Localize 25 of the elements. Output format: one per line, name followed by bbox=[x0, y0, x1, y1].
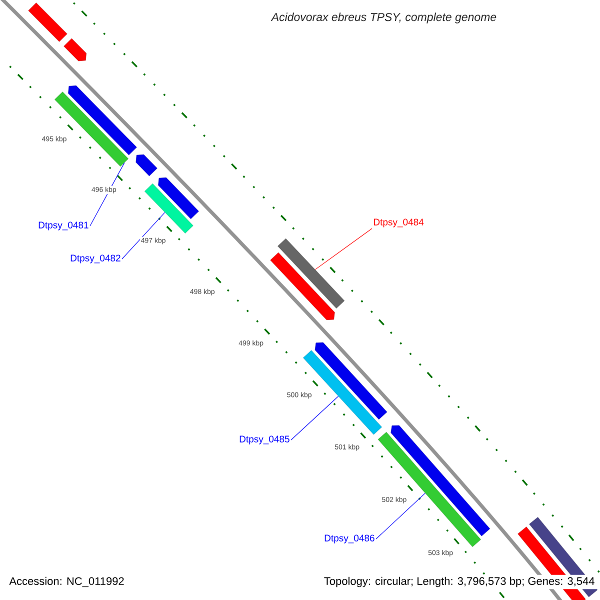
gene-bar bbox=[158, 177, 199, 220]
gene-label: Dtpsy_0481 bbox=[38, 222, 88, 230]
accession-text: Accession: NC_011992 bbox=[9, 576, 124, 588]
gene-bar bbox=[64, 38, 86, 62]
gene-label: Dtpsy_0482 bbox=[70, 254, 120, 264]
gene-bar bbox=[378, 432, 481, 547]
genome-info-text: Topology: circular; Length: 3,796,573 bp; Genes: 3,544 bbox=[322, 574, 597, 590]
leader-line bbox=[90, 162, 125, 226]
leader-line bbox=[290, 396, 339, 440]
gene-bar bbox=[270, 252, 335, 320]
gene-bar bbox=[136, 154, 158, 176]
gene-bar bbox=[28, 2, 68, 42]
gene-bar bbox=[278, 238, 345, 308]
gene-bar bbox=[303, 350, 382, 435]
leader-line bbox=[314, 228, 372, 270]
gene-bar bbox=[144, 184, 194, 234]
gene-bar bbox=[54, 92, 128, 167]
gene-label: Dtpsy_0485 bbox=[240, 436, 290, 444]
gene-label: Dtpsy_0486 bbox=[324, 534, 374, 544]
leader-line bbox=[122, 212, 166, 260]
title: Acidovorax ebreus TPSY, complete genome bbox=[270, 12, 496, 24]
gene-label: Dtpsy_0484 bbox=[374, 218, 424, 228]
gene-bar bbox=[68, 85, 137, 156]
gene-bar bbox=[314, 342, 388, 420]
leader-line bbox=[376, 492, 426, 540]
